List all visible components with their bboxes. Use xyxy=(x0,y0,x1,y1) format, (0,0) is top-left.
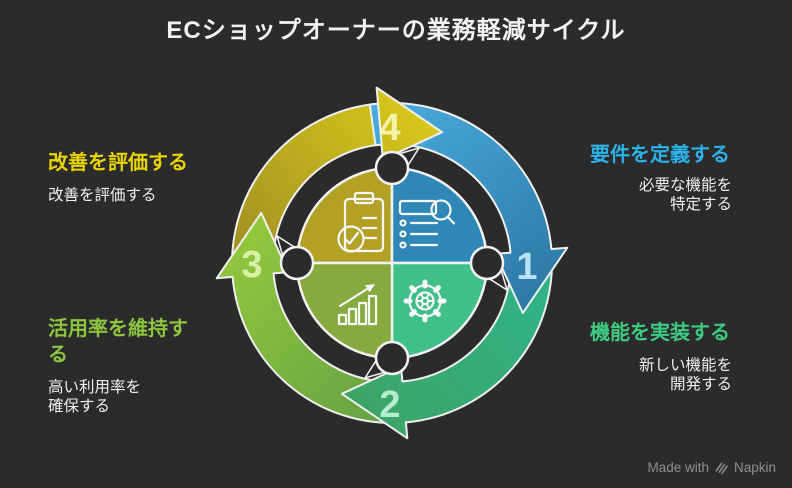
step-4-label-block: 改善を評価する 改善を評価する xyxy=(48,150,238,205)
clipboard-check-icon xyxy=(337,191,385,253)
step-2-label-block: 機能を実装する 新しい機能を 開発する xyxy=(590,320,732,394)
notch-west xyxy=(279,245,315,281)
step-number-4: 4 xyxy=(379,107,400,149)
list-search-icon xyxy=(398,199,456,249)
notch-south xyxy=(374,340,410,376)
arrow-segment-1 xyxy=(368,102,569,315)
step-number-2: 2 xyxy=(379,384,400,426)
notch-north xyxy=(374,150,410,186)
step-1-subtext: 必要な機能を 特定する xyxy=(638,177,732,214)
step-4-heading: 改善を評価する xyxy=(48,152,188,174)
inner-wheel xyxy=(275,146,509,380)
quadrant-step1 xyxy=(390,166,489,265)
step-4-subtext: 改善を評価する xyxy=(48,187,157,204)
growth-chart-icon xyxy=(337,284,378,326)
diagram-title: ECショップオーナーの業務軽減サイクル xyxy=(166,17,626,44)
arrow-head-4 xyxy=(375,86,444,161)
step-1-heading: 要件を定義する xyxy=(590,144,730,166)
step-2-heading: 機能を実装する xyxy=(590,322,730,344)
step-2-subtext: 新しい機能を 開発する xyxy=(638,357,732,394)
gear-icon xyxy=(403,279,447,323)
quadrant-step2 xyxy=(390,261,489,360)
quadrant-step3 xyxy=(295,261,394,360)
watermark-made-with: Made with xyxy=(647,460,709,475)
step-3-label-block: 活用率を維持する 高い利用率を 確保する xyxy=(48,316,200,416)
cycle-diagram: 1 2 3 4 xyxy=(215,86,569,440)
step-number-1: 1 xyxy=(516,246,537,288)
napkin-logo-icon xyxy=(715,462,728,475)
step-3-heading: 活用率を維持する xyxy=(48,318,188,366)
step-3-subtext: 高い利用率を 確保する xyxy=(48,379,142,416)
step-number-3: 3 xyxy=(241,244,262,286)
step-numbers: 1 2 3 4 xyxy=(241,107,537,426)
cycle-ring xyxy=(215,86,569,440)
step-1-label-block: 要件を定義する 必要な機能を 特定する xyxy=(590,142,732,214)
watermark-brand: Napkin xyxy=(733,460,776,475)
napkin-watermark[interactable]: Made with Napkin xyxy=(647,460,776,475)
arrow-segment-2 xyxy=(340,239,553,440)
arrow-segment-3 xyxy=(215,211,416,424)
notch-east xyxy=(469,245,505,281)
